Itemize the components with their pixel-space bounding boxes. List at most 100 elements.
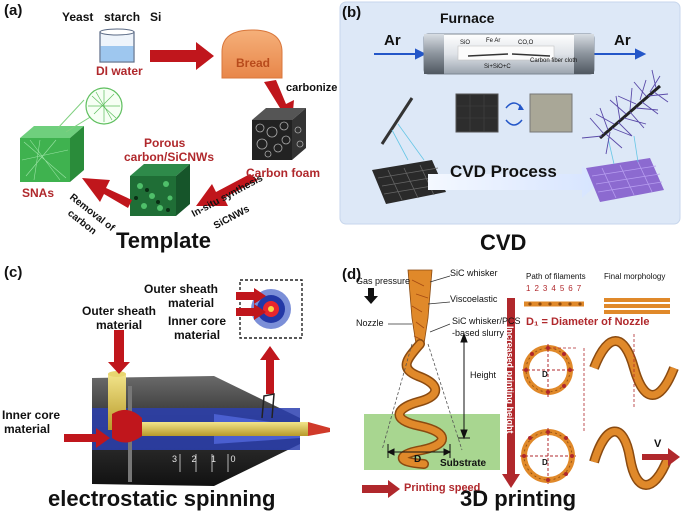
beaker-icon — [99, 28, 135, 63]
height-label: Height — [470, 370, 497, 380]
inner-core-left-2: material — [4, 422, 51, 436]
inner-core-top-1: Inner core — [168, 314, 227, 328]
panel-c: (c) Outer sheath material Inner core mat… — [0, 258, 338, 516]
d-label: D — [414, 454, 422, 465]
final-morphology-label: Final morphology — [604, 272, 666, 281]
yeast-label: Yeast — [62, 10, 94, 24]
gas-out-arrow — [588, 48, 647, 60]
velocity-arrow — [642, 448, 680, 466]
nanowire-array — [581, 69, 669, 155]
outer-sheath-left-1: Outer sheath — [82, 304, 157, 318]
starch-label: starch — [104, 10, 141, 24]
height-dimension — [458, 332, 470, 440]
path-number-4: 4 — [551, 284, 556, 293]
si-label: Si — [150, 10, 162, 24]
snas-label: SNAs — [22, 186, 55, 200]
tube-label-fe-ar: Fe Ar — [486, 38, 501, 44]
circle-diagram-bottom — [520, 428, 576, 484]
micrograph-before — [455, 93, 499, 133]
d2-label: D — [542, 370, 548, 379]
tube-label-si-c: +C — [502, 64, 511, 70]
panel-a-label: (a) — [4, 2, 23, 19]
v0-label: V — [654, 438, 662, 450]
gas-pressure-arrow — [364, 288, 378, 304]
tube-label-cloth: Carbon fiber cloth — [530, 58, 578, 64]
core-inlet — [112, 409, 142, 443]
path-number-5: 5 — [559, 284, 565, 293]
panel-d-label: (d) — [342, 266, 362, 283]
gas-pressure-label: Gas pressure — [356, 276, 411, 286]
panel-c-title: electrostatic spinning — [48, 486, 276, 511]
outer-sheath-left-2: material — [96, 318, 143, 332]
bread-icon — [221, 29, 283, 79]
panel-d-title: 3D printing — [460, 486, 577, 511]
panel-a: (a) Yeast starch Si DI water Bread carbo… — [0, 0, 338, 258]
inner-core-left-1: Inner core — [2, 408, 61, 422]
panel-a-graphics — [20, 28, 306, 216]
panel-b-label: (b) — [342, 4, 362, 21]
substrate-label: Substrate — [440, 458, 487, 469]
purple-cloth-right — [586, 135, 664, 202]
arrow-to-inset-2 — [236, 304, 266, 320]
cvd-process-label: CVD Process — [450, 162, 557, 181]
arrow-outer-sheath — [108, 330, 130, 374]
tube-label-sio: SiO — [460, 40, 471, 46]
final-morphology — [604, 298, 670, 314]
d1-equation: D₁ = Diameter of Nozzle — [526, 316, 650, 328]
panel-b: (b) Furnace Ar Ar SiO Fe Ar CO,O Si+SiO+… — [338, 0, 682, 258]
outer-sheath-top-1: Outer sheath — [144, 282, 219, 296]
tube-label-si-text: Si+SiO — [484, 64, 503, 70]
path-number-7: 7 — [576, 284, 582, 293]
outer-sheath-top-2: material — [168, 296, 215, 310]
slurry-label-2: -based slurry — [452, 328, 505, 338]
panel-c-graphics — [64, 279, 330, 486]
ar-out-label: Ar — [614, 32, 631, 49]
porous-label-1: Porous — [144, 136, 186, 150]
filament-path — [524, 301, 584, 307]
nozzle-label: Nozzle — [356, 318, 384, 328]
micrograph-after — [529, 93, 573, 133]
process-arrow — [428, 166, 600, 198]
panel-b-title: CVD — [480, 230, 527, 255]
furnace-label: Furnace — [440, 10, 495, 26]
inner-core-top-2: material — [174, 328, 221, 342]
scale-numbers: 3 2 1 0 — [172, 454, 242, 464]
ar-in-label: Ar — [384, 32, 401, 49]
arrow-to-inset — [236, 288, 266, 304]
scale-ticks — [179, 454, 229, 472]
porous-label-2: carbon/SiCNWs — [124, 150, 215, 164]
vertical-height-label: Increased printing height — [505, 326, 515, 434]
core-tube — [130, 422, 330, 436]
path-number-1: 1 — [526, 284, 531, 293]
diameter-dimension — [386, 444, 452, 458]
carbonize-label: carbonize — [286, 82, 338, 94]
viscoelastic-label: Viscoelastic — [450, 294, 498, 304]
vertical-height-arrow — [502, 298, 520, 488]
panel-d: (d) Gas pressure SiC whisker Viscoelasti… — [338, 258, 682, 516]
furnace-tube — [423, 33, 595, 75]
tube-label-co: CO,O — [518, 40, 534, 46]
nozzle — [407, 269, 433, 345]
snas-cube — [20, 126, 84, 182]
water-label: DI water — [96, 64, 143, 78]
circle-diagram-top — [522, 344, 578, 398]
arrow-beaker-to-bread — [150, 42, 214, 70]
arrow-inner-core — [64, 428, 110, 448]
carbon-cloth-left — [372, 97, 446, 204]
arrow-up-to-inset — [260, 346, 280, 394]
tube-label-si: Si+SiO+C — [484, 64, 511, 70]
path-label: Path of filaments — [526, 272, 586, 281]
printing-speed-label: Printing speed — [404, 482, 481, 494]
panel-a-title: Template — [116, 228, 211, 253]
porous-cube — [130, 164, 190, 216]
printing-speed-arrow — [362, 480, 400, 498]
panel-c-label: (c) — [4, 264, 23, 281]
zoom-circle — [85, 87, 123, 125]
arrow-porous-to-snas — [82, 178, 132, 208]
gas-in-arrow — [374, 48, 427, 60]
path-number-2: 2 — [534, 284, 539, 293]
sic-whisker-label: SiC whisker — [450, 268, 498, 278]
path-number-3: 3 — [542, 284, 548, 293]
panel-d-graphics — [362, 269, 680, 498]
